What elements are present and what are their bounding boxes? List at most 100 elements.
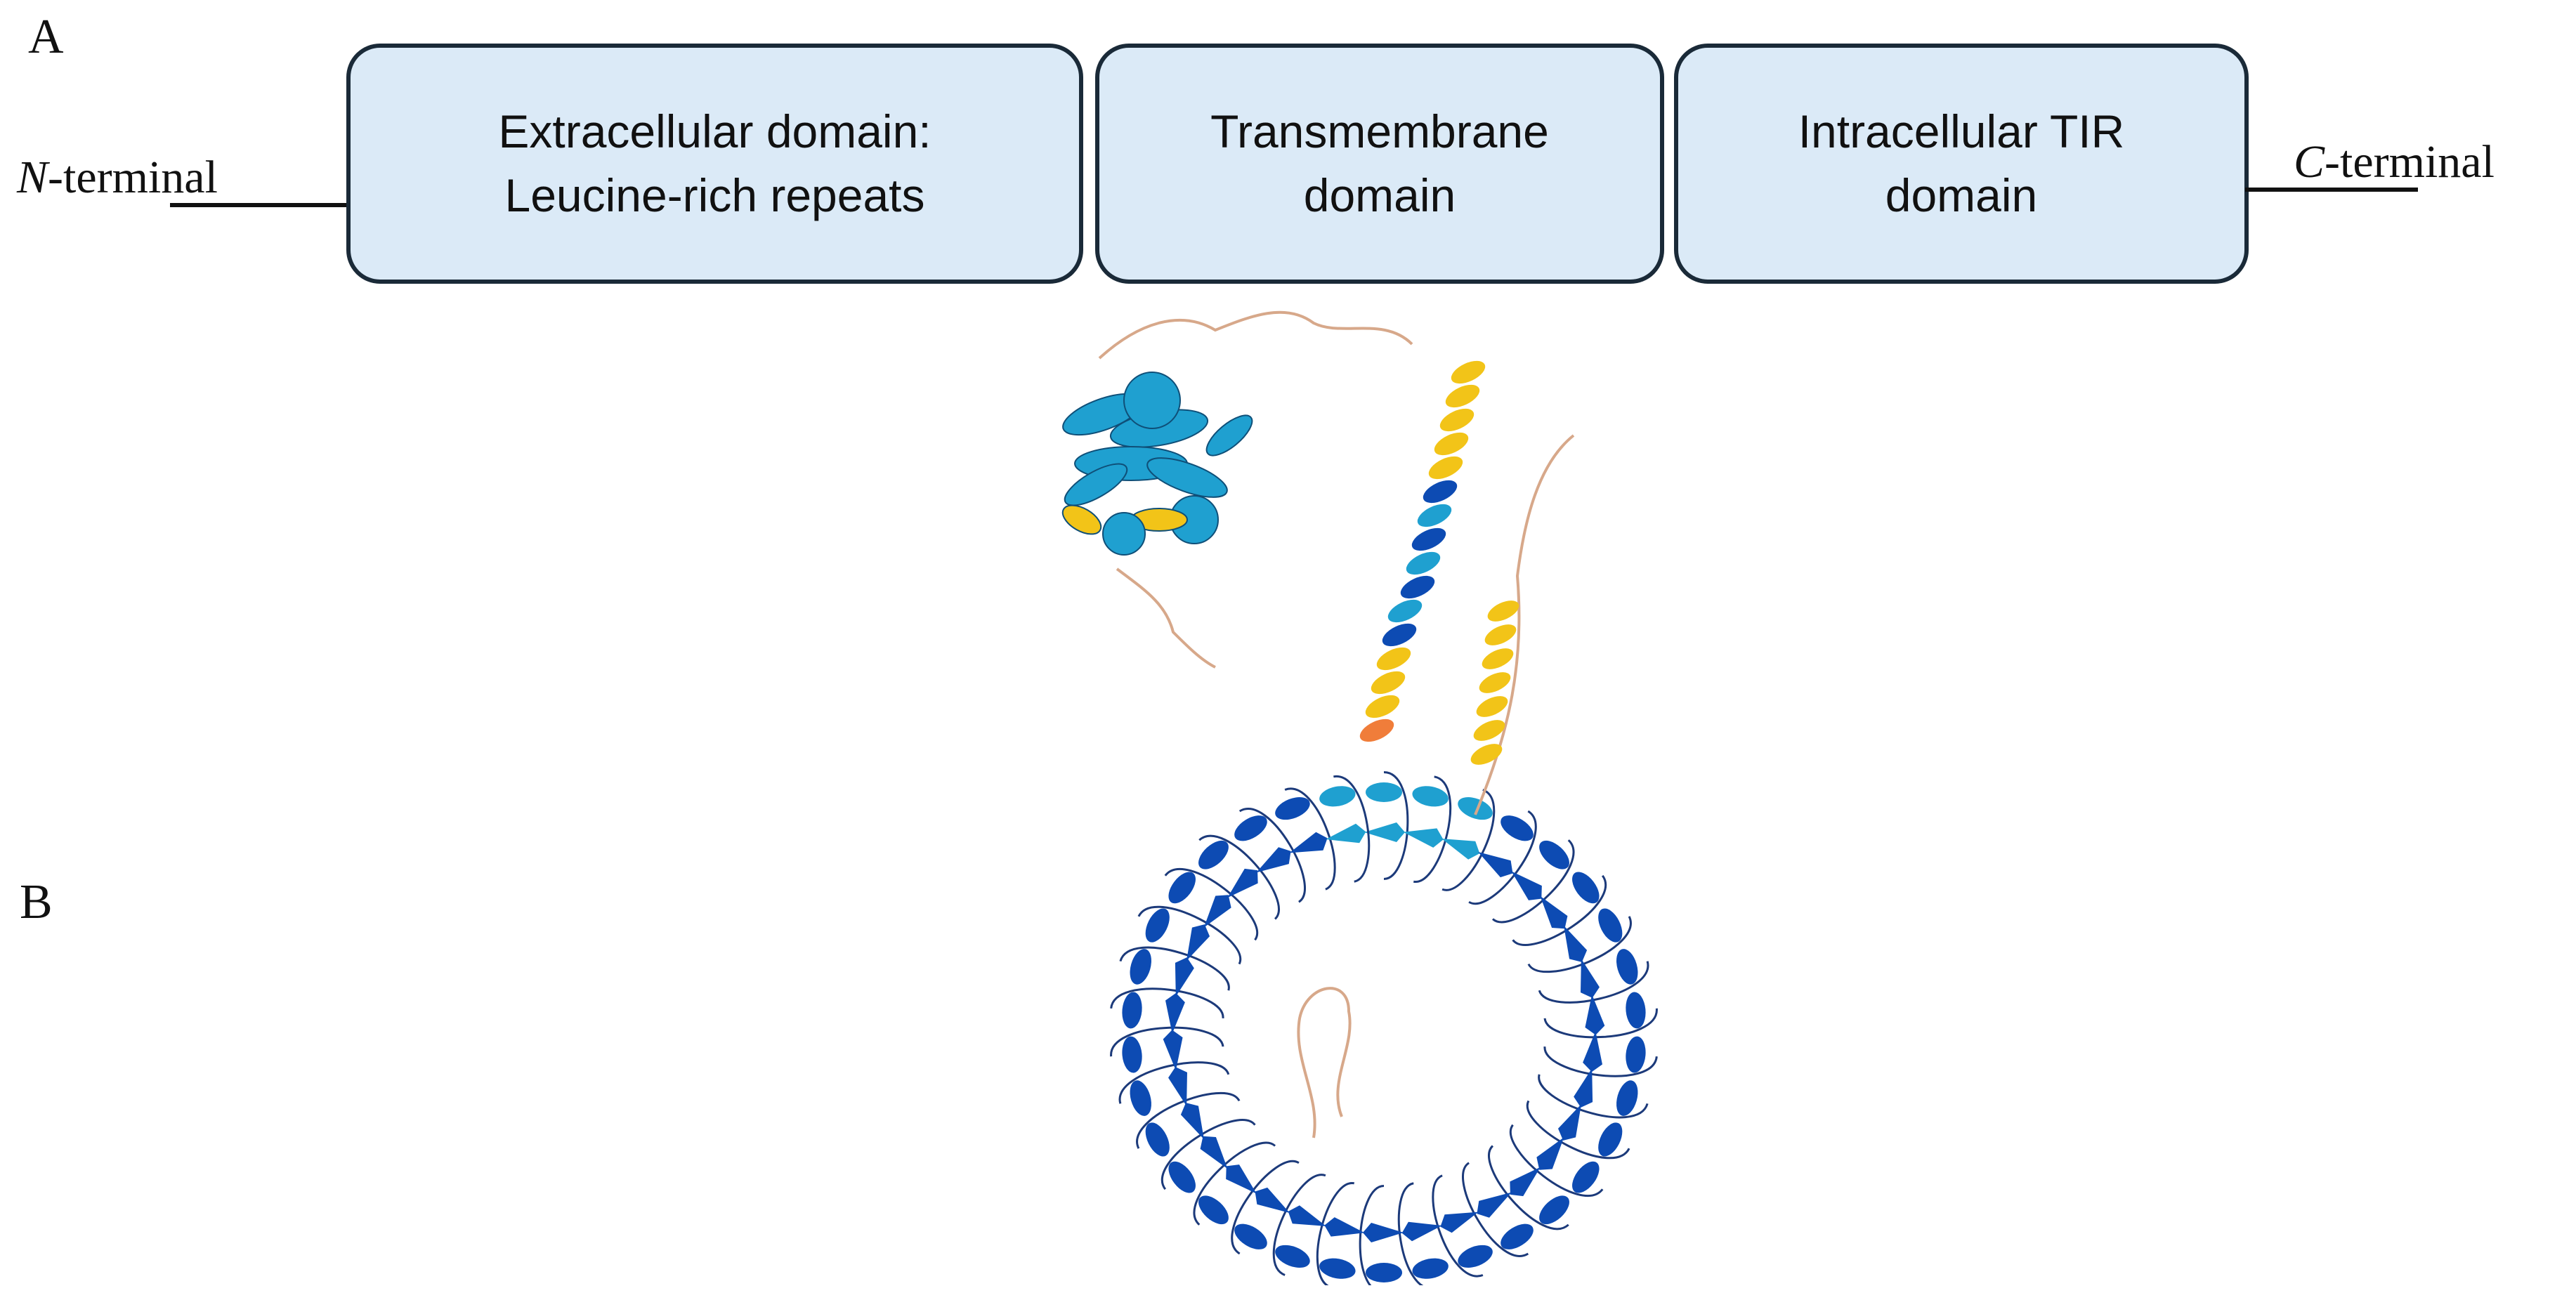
lrr-coil (1543, 1008, 1658, 1039)
tir-domain (1061, 372, 1253, 556)
tir-element (1123, 372, 1181, 429)
beta-strand (1288, 1205, 1326, 1226)
tir-element (1146, 457, 1228, 498)
helix-turn (1130, 949, 1151, 985)
helix-turn (1482, 648, 1514, 669)
beta-strand (1165, 992, 1185, 1034)
helix-turn (1382, 623, 1417, 647)
lrr-coil (1526, 1100, 1630, 1160)
lrr-coil (1510, 1124, 1604, 1197)
linker-loop (1098, 310, 1413, 360)
helix-turn (1626, 1036, 1646, 1073)
domain-label-line1: Extracellular domain: (498, 105, 931, 157)
helix-turn (1501, 815, 1534, 841)
beta-strand (1540, 895, 1568, 929)
beta-strand (1440, 1212, 1479, 1233)
lrr-coil (1468, 810, 1537, 905)
beta-strand (1227, 868, 1258, 898)
beta-strand (1363, 1223, 1404, 1242)
lrr-coil (1161, 1119, 1256, 1190)
helix-turn (1539, 1195, 1569, 1225)
domain-box-transmembrane: Transmembrane domain (1095, 44, 1664, 284)
helix-turn (1387, 599, 1423, 623)
helix-turn (1572, 872, 1600, 904)
helix-turn (1598, 908, 1623, 943)
beta-strand (1203, 895, 1231, 928)
n-terminal-prefix: N (17, 152, 48, 203)
helix-turn (1275, 1245, 1310, 1268)
domain-box-intracellular-tir: Intracellular TIR domain (1674, 44, 2249, 284)
helix-turn (1400, 575, 1435, 599)
helix-turn (1319, 1258, 1356, 1279)
beta-strand (1180, 1103, 1204, 1140)
helix-turn (1365, 695, 1400, 718)
inner-loop (1297, 987, 1352, 1138)
helix-turn (1122, 1036, 1142, 1073)
c-terminal-line (2245, 188, 2418, 192)
lrr-coil (1441, 789, 1496, 891)
lrr-coil (1383, 771, 1409, 880)
beta-strand (1403, 828, 1444, 848)
helix-turn (1411, 527, 1446, 551)
helix-turn (1484, 624, 1517, 645)
helix-turn (1572, 1161, 1600, 1193)
helix-turn (1479, 672, 1511, 693)
lrr-coil (1164, 868, 1258, 941)
lrr-coil (1110, 987, 1224, 1018)
c-terminal-suffix: -terminal (2325, 136, 2495, 188)
helix-turn (1445, 384, 1480, 408)
beta-strand (1226, 1164, 1257, 1194)
beta-strand (1581, 959, 1600, 998)
beta-strand (1564, 925, 1588, 962)
beta-strand (1441, 839, 1480, 860)
helix-turn (1168, 872, 1196, 904)
beta-strand (1583, 1031, 1602, 1072)
beta-strand (1200, 1136, 1228, 1169)
beta-strand (1401, 1221, 1442, 1242)
helix-turn (1428, 456, 1463, 480)
lrr-coil (1488, 1145, 1569, 1230)
lrr-coil (1193, 1141, 1276, 1226)
helix-turn (1626, 992, 1646, 1029)
lrr-coil (1316, 1182, 1355, 1285)
n-terminal-suffix: -terminal (48, 152, 218, 203)
helix-turn (1470, 744, 1503, 765)
domain-label-line2: domain (1303, 169, 1456, 221)
helix-turn (1376, 647, 1411, 671)
helix-turn (1434, 432, 1469, 456)
beta-strand (1255, 1187, 1290, 1214)
lrr-coil (1284, 787, 1336, 891)
domain-label-line1: Intracellular TIR (1798, 105, 2125, 157)
beta-strand (1364, 822, 1405, 842)
helix-turn (1371, 671, 1406, 695)
helix-turn (1275, 797, 1310, 820)
c-terminal-label: C-terminal (2294, 139, 2495, 185)
c-terminal-prefix: C (2294, 136, 2325, 188)
helix-turn (1423, 480, 1458, 504)
beta-strand (1477, 1192, 1512, 1218)
helix-turn (1616, 1080, 1638, 1116)
helix-turn (1598, 1122, 1623, 1157)
lrr-coil (1272, 1174, 1326, 1276)
n-terminal-label: N-terminal (17, 155, 218, 201)
beta-strand (1536, 1137, 1564, 1170)
domain-label-line2: domain (1885, 169, 2038, 221)
helix-turn (1412, 786, 1449, 807)
lrr-coil (1118, 1061, 1230, 1104)
lrr-coil (1462, 1162, 1529, 1257)
helix-turn (1451, 360, 1486, 384)
tir-element (1064, 463, 1128, 506)
beta-strand (1324, 1217, 1365, 1237)
helix-turn (1198, 1195, 1229, 1225)
tir-element (1205, 414, 1253, 457)
helix-turn (1458, 1245, 1493, 1268)
lrr-coil (1198, 834, 1280, 920)
beta-strand (1585, 994, 1605, 1035)
lrr-coil (1543, 1046, 1658, 1077)
panel-a-label: A (28, 10, 64, 64)
helix-turn (1234, 1223, 1267, 1249)
beta-strand (1510, 1167, 1541, 1197)
lrr-coil (1538, 961, 1649, 1004)
beta-strand (1175, 957, 1194, 997)
lrr-coil (1231, 1160, 1300, 1255)
